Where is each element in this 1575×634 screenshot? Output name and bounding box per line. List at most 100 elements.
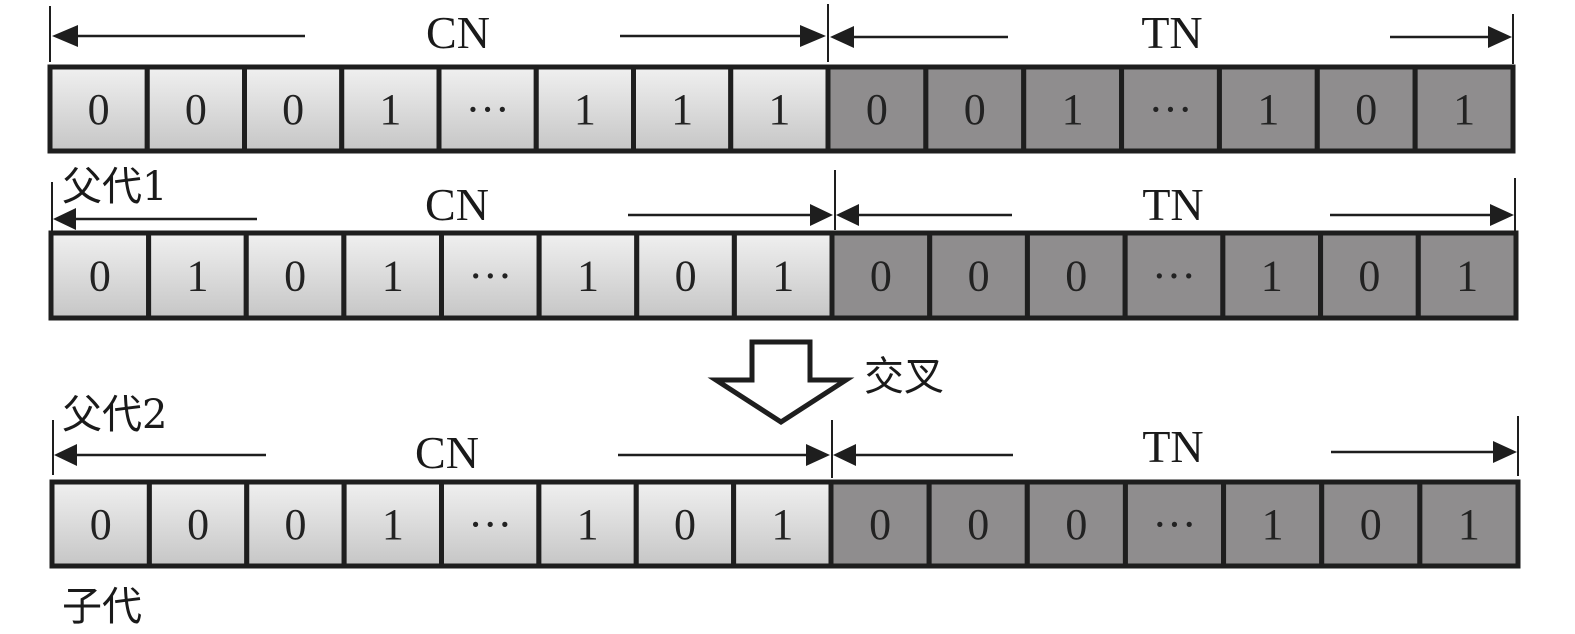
gene-cell-box <box>1417 479 1521 569</box>
arrowhead-left-icon <box>54 444 77 466</box>
gene-value: 1 <box>772 252 794 301</box>
gene-value: 0 <box>674 500 696 549</box>
gene-cell-cn: 1 <box>341 230 444 321</box>
gene-value: 0 <box>1355 85 1377 134</box>
gene-cell-cn: 0 <box>48 230 152 321</box>
arrowhead-right-icon <box>1493 441 1517 463</box>
gene-value: 0 <box>675 252 697 301</box>
gene-cell-cn: 0 <box>49 479 152 569</box>
gene-value: 0 <box>968 252 990 301</box>
gene-value: 0 <box>1360 500 1382 549</box>
gene-value: 0 <box>90 500 112 549</box>
gene-cell-tn: 1 <box>1021 64 1125 154</box>
gene-cell-cn: 1 <box>631 64 734 154</box>
gene-cell-box <box>341 230 444 321</box>
gene-cell-box <box>631 64 734 154</box>
arrowhead-right-icon <box>1490 204 1514 226</box>
gene-cell-cn: 0 <box>243 230 347 321</box>
gene-value: 0 <box>284 500 306 549</box>
gene-cell-cn: 1 <box>731 479 834 569</box>
gene-value: 1 <box>186 252 208 301</box>
arrowhead-right-icon <box>810 204 833 226</box>
gene-value: 1 <box>771 500 793 549</box>
gene-cell-cn: 0 <box>634 230 737 321</box>
gene-value: 0 <box>866 85 888 134</box>
gene-cell-cn: 1 <box>146 230 249 321</box>
arrowhead-right-icon <box>1488 26 1512 48</box>
gene-cell-tn: ··· <box>1122 230 1226 321</box>
ellipsis-gene-value: ··· <box>468 500 512 549</box>
arrowhead-right-icon <box>800 25 826 47</box>
gene-cell-box <box>634 230 737 321</box>
gene-value: 1 <box>382 252 404 301</box>
ellipsis-gene-value: ··· <box>1153 500 1197 549</box>
gene-cell-cn: 1 <box>533 64 636 154</box>
gene-cell-box <box>731 230 835 321</box>
gene-cell-box <box>1221 479 1325 569</box>
gene-value: 1 <box>382 500 404 549</box>
gene-cell-cn: ··· <box>439 479 542 569</box>
gene-cell-tn: ··· <box>1122 479 1227 569</box>
gene-cell-cn: ··· <box>436 64 539 154</box>
crossover-indicator: 交叉 <box>707 339 944 425</box>
gene-cell-cn: 1 <box>536 230 640 321</box>
gene-value: 1 <box>1262 500 1284 549</box>
gene-cell-tn: 1 <box>1417 479 1521 569</box>
gene-cell-cn: 0 <box>47 64 150 154</box>
gene-value: 1 <box>1062 85 1084 134</box>
row-label-parent2: 父代2 <box>62 392 167 438</box>
gene-cell-box <box>828 479 932 569</box>
gene-value: 1 <box>574 85 596 134</box>
gene-cell-box <box>1415 230 1519 321</box>
gene-value: 0 <box>185 85 207 134</box>
gene-cell-tn: 1 <box>1415 230 1519 321</box>
arrowhead-left-icon <box>830 26 854 48</box>
gene-cell-box <box>243 230 347 321</box>
ellipsis-gene-value: ··· <box>468 252 512 301</box>
gene-cell-box <box>926 479 1030 569</box>
gene-cell-box <box>144 64 247 154</box>
arrowhead-left-icon <box>52 25 78 47</box>
gene-cell-tn: 0 <box>1318 230 1421 321</box>
ellipsis-gene-value: ··· <box>466 85 510 134</box>
gene-value: 0 <box>187 500 209 549</box>
dimension-line-tn: TN <box>827 4 1514 64</box>
gene-value: 0 <box>869 500 891 549</box>
gene-cell-tn: 1 <box>1412 64 1516 154</box>
gene-cell-box <box>1024 230 1128 321</box>
segment-label-tn: TN <box>1142 421 1203 472</box>
gene-cell-cn: 1 <box>536 479 639 569</box>
gene-value: 1 <box>1261 252 1283 301</box>
dimension-line-tn: TN <box>834 170 1516 232</box>
gene-cell-tn: 0 <box>926 479 1030 569</box>
gene-cell-tn: 0 <box>923 64 1027 154</box>
gene-value: 0 <box>89 252 111 301</box>
ellipsis-gene-value: ··· <box>1149 85 1193 134</box>
gene-cell-tn: 0 <box>825 64 929 154</box>
crossover-label: 交叉 <box>864 354 944 400</box>
gene-value: 0 <box>1358 252 1380 301</box>
arrowhead-right-icon <box>806 444 830 466</box>
gene-cell-box <box>1319 479 1423 569</box>
gene-value: 0 <box>1065 500 1087 549</box>
gene-value: 0 <box>967 500 989 549</box>
gene-cell-tn: 1 <box>1221 479 1325 569</box>
gene-cell-cn: 0 <box>146 479 250 569</box>
segment-label-cn: CN <box>425 179 489 230</box>
gene-cell-box <box>146 230 249 321</box>
gene-value: 1 <box>1453 85 1475 134</box>
gene-cell-tn: 0 <box>829 230 933 321</box>
gene-cell-tn: 0 <box>927 230 1030 321</box>
gene-cell-box <box>829 230 933 321</box>
gene-cell-tn: 0 <box>1024 230 1128 321</box>
gene-value: 1 <box>671 85 693 134</box>
segment-label-tn: TN <box>1142 179 1203 230</box>
gene-cell-tn: ··· <box>1119 64 1222 154</box>
dimension-line-cn: CN <box>51 179 833 232</box>
gene-cell-box <box>536 479 639 569</box>
